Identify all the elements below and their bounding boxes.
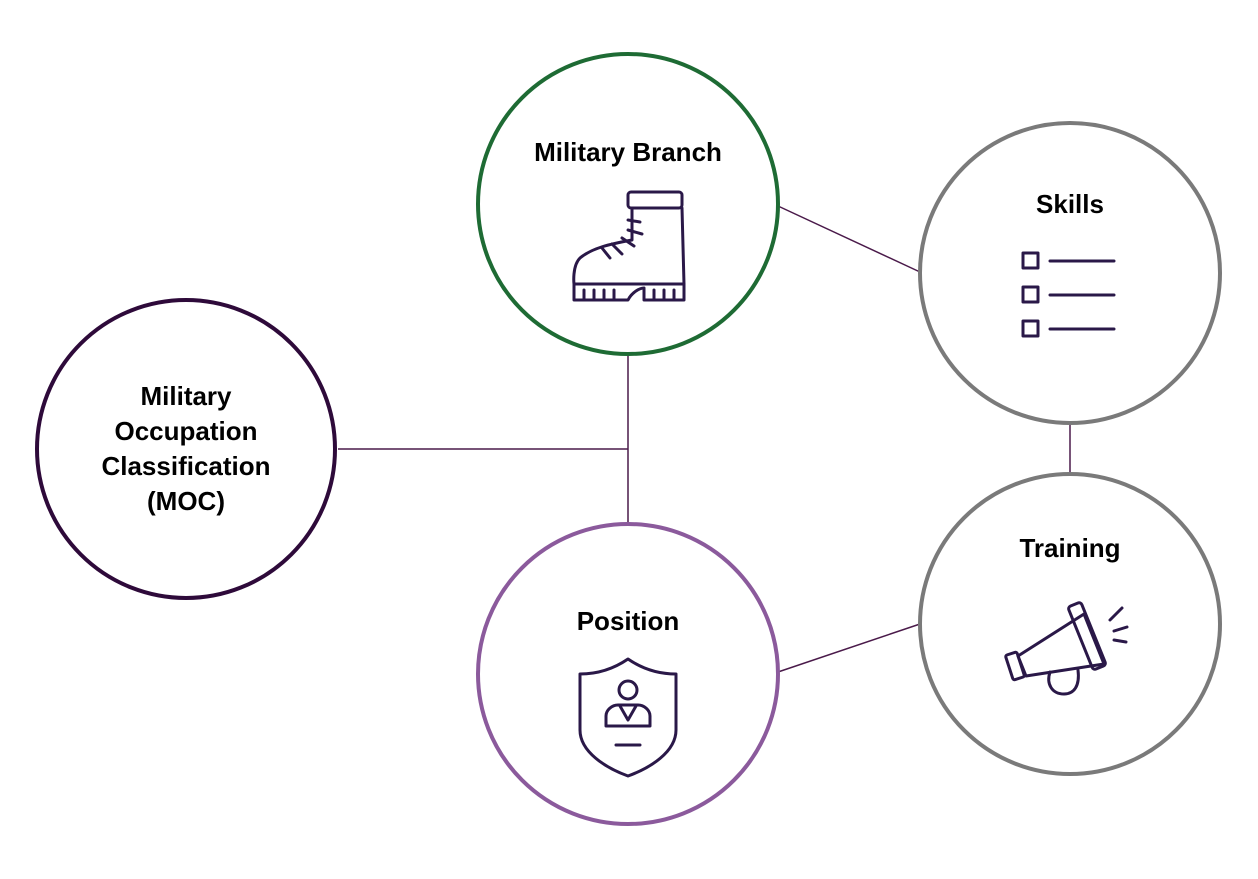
connectors — [338, 205, 1071, 673]
shield-person-icon — [578, 657, 678, 778]
moc-label-line-2: Occupation — [114, 416, 257, 446]
skills-label: Skills — [1036, 189, 1104, 219]
moc-label-line-1: Military — [140, 381, 232, 411]
position-circle — [476, 522, 780, 826]
position-label: Position — [577, 606, 680, 636]
connector-branch-to-skills — [777, 205, 921, 273]
node-moc: Military Occupation Classification (MOC) — [35, 298, 337, 600]
connector-position-to-training — [777, 623, 921, 673]
skills-circle — [918, 121, 1222, 425]
node-skills: Skills — [918, 121, 1222, 425]
moc-label-line-4: (MOC) — [147, 486, 225, 516]
moc-label-line-3: Classification — [101, 451, 270, 481]
moc-circle — [35, 298, 337, 600]
node-military-branch: Military Branch — [476, 52, 780, 356]
node-training: Training — [918, 472, 1222, 776]
node-position: Position — [476, 522, 780, 826]
training-label: Training — [1019, 533, 1120, 563]
checklist-icon — [1021, 251, 1116, 338]
boot-icon — [572, 190, 686, 302]
military-branch-label: Military Branch — [534, 137, 722, 167]
megaphone-icon — [1004, 601, 1129, 696]
